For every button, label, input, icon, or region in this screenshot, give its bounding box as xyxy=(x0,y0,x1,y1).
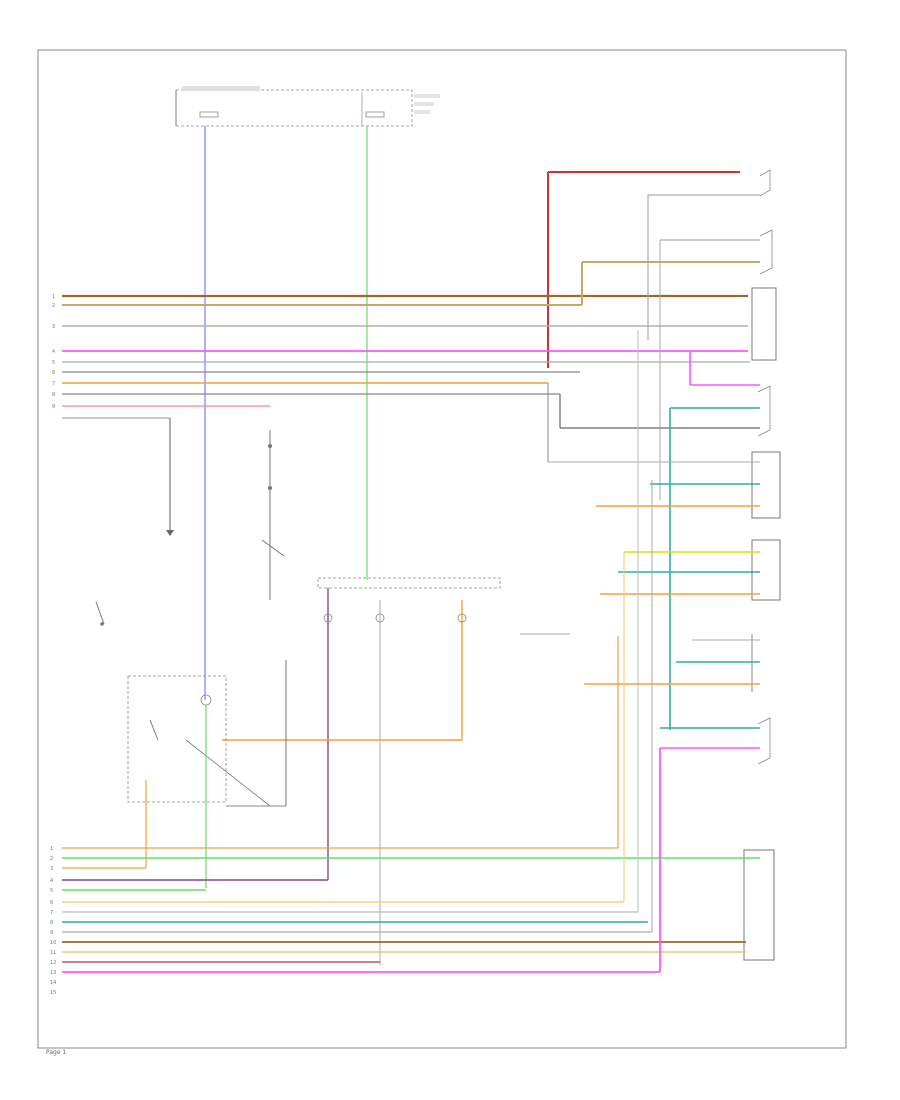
svg-text:5: 5 xyxy=(52,360,55,366)
svg-text:11: 11 xyxy=(50,950,56,956)
svg-text:15: 15 xyxy=(50,990,56,996)
page-label: Page 1 xyxy=(46,1049,66,1056)
svg-text:4: 4 xyxy=(52,349,55,355)
svg-text:3: 3 xyxy=(52,324,55,330)
svg-text:9: 9 xyxy=(52,404,55,410)
svg-text:14: 14 xyxy=(50,980,56,986)
left-harness xyxy=(62,261,760,536)
svg-text:9: 9 xyxy=(50,930,53,936)
svg-text:8: 8 xyxy=(52,392,55,398)
svg-text:1: 1 xyxy=(52,294,55,300)
svg-text:6: 6 xyxy=(52,370,55,376)
svg-text:3: 3 xyxy=(50,866,53,872)
left-connector-pin-labels: 1 2 3 4 5 6 7 8 9 xyxy=(52,294,55,410)
svg-text:6: 6 xyxy=(50,900,53,906)
page-border xyxy=(37,49,847,1049)
svg-text:4: 4 xyxy=(50,878,53,884)
bottom-connector-pin-labels: 1 2 3 4 5 6 7 8 9 10 11 12 13 14 15 xyxy=(50,846,56,996)
svg-text:7: 7 xyxy=(52,381,55,387)
svg-text:2: 2 xyxy=(50,856,53,862)
svg-text:2: 2 xyxy=(52,303,55,309)
svg-text:7: 7 xyxy=(50,910,53,916)
svg-text:5: 5 xyxy=(50,888,53,894)
bottom-harness xyxy=(62,330,760,973)
svg-text:10: 10 xyxy=(50,940,56,946)
svg-text:12: 12 xyxy=(50,960,56,966)
fuse-block xyxy=(175,86,440,127)
svg-text:8: 8 xyxy=(50,920,53,926)
svg-text:1: 1 xyxy=(50,846,53,852)
right-components xyxy=(548,169,781,961)
middle-components xyxy=(95,430,570,965)
svg-text:13: 13 xyxy=(50,970,56,976)
